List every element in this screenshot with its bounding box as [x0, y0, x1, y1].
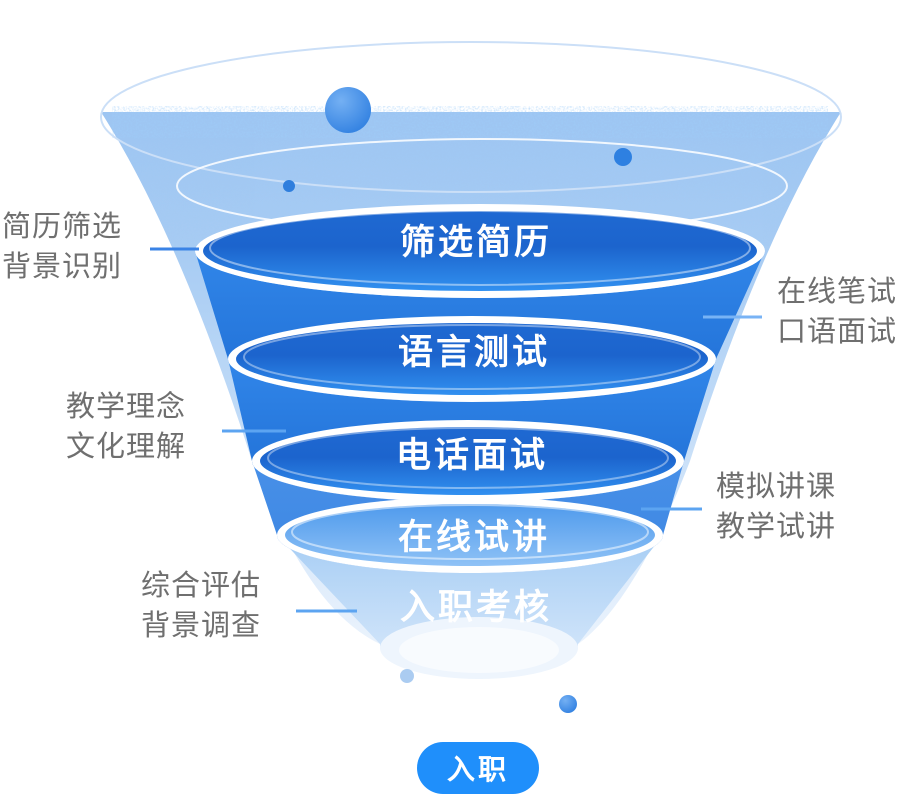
stage-4-sheen — [291, 504, 649, 560]
note-line: 教学试讲 — [716, 511, 837, 543]
stage-5-label: 入职考核 — [400, 588, 552, 627]
note-written-test: 在线笔试 口语面试 — [777, 272, 897, 352]
stage-2-label: 语言测试 — [398, 333, 550, 372]
stage-4-disc — [285, 504, 655, 566]
note-line: 模拟讲课 — [716, 471, 837, 503]
note-line: 简历筛选 — [2, 211, 123, 243]
decor-dot-small — [283, 180, 295, 192]
note-line: 综合评估 — [141, 570, 262, 602]
decor-dot-medium — [614, 148, 632, 166]
onboarding-button-label: 入职 — [446, 754, 509, 785]
note-line: 教学理念 — [66, 391, 187, 423]
stage-1-label: 筛选简历 — [400, 223, 552, 262]
funnel-tip-highlight — [399, 627, 559, 673]
note-line: 口语面试 — [777, 316, 898, 348]
stage-3-disc — [260, 427, 676, 495]
stage-1-sheen — [209, 210, 751, 286]
note-mock-lecture: 模拟讲课 教学试讲 — [716, 467, 836, 547]
note-line: 背景调查 — [141, 610, 262, 642]
note-resume-screening: 简历筛选 背景识别 — [2, 207, 122, 287]
note-line: 文化理解 — [66, 431, 187, 463]
funnel-top-rim — [100, 41, 842, 193]
note-evaluation: 综合评估 背景调查 — [141, 566, 261, 646]
onboarding-button[interactable]: 入职 — [417, 742, 539, 794]
surface-noise-band — [112, 106, 828, 138]
stage-2-disc — [236, 323, 708, 395]
decor-ball-large — [325, 87, 371, 133]
decor-dot-tip — [400, 669, 414, 683]
stage-1-disc — [203, 211, 757, 291]
note-teaching-philosophy: 教学理念 文化理解 — [66, 387, 186, 467]
decor-dot-bottom — [559, 695, 577, 713]
stage-3-sheen — [267, 427, 669, 489]
stage-3-label: 电话面试 — [396, 436, 548, 475]
note-line: 在线笔试 — [777, 276, 898, 308]
note-line: 背景识别 — [2, 251, 123, 283]
stage-2-sheen — [243, 324, 701, 390]
stage-4-label: 在线试讲 — [398, 518, 550, 557]
